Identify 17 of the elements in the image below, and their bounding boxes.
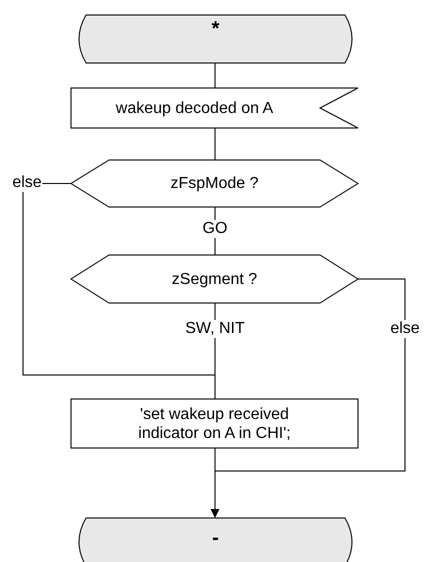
arrow	[210, 448, 220, 518]
decision-hexagon	[71, 160, 358, 207]
edge-label: else	[389, 320, 421, 338]
connector-line	[214, 62, 216, 88]
node-text: zFspMode ?	[170, 174, 259, 193]
decision-hexagon	[71, 255, 358, 303]
node-text: zSegment ?	[172, 270, 258, 288]
node-text: *	[212, 20, 220, 38]
node-text: wakeup decoded on A	[116, 98, 274, 118]
node-text: -	[212, 528, 219, 548]
node-text: 'set wakeup received indicator on A in CHI';	[137, 404, 292, 442]
edge-label: GO	[202, 220, 228, 238]
input-signal-shape	[71, 88, 358, 128]
edge-label: SW, NIT	[184, 320, 246, 338]
task-box	[71, 399, 358, 448]
connector-line	[214, 128, 216, 160]
edge-label: else	[11, 174, 43, 192]
